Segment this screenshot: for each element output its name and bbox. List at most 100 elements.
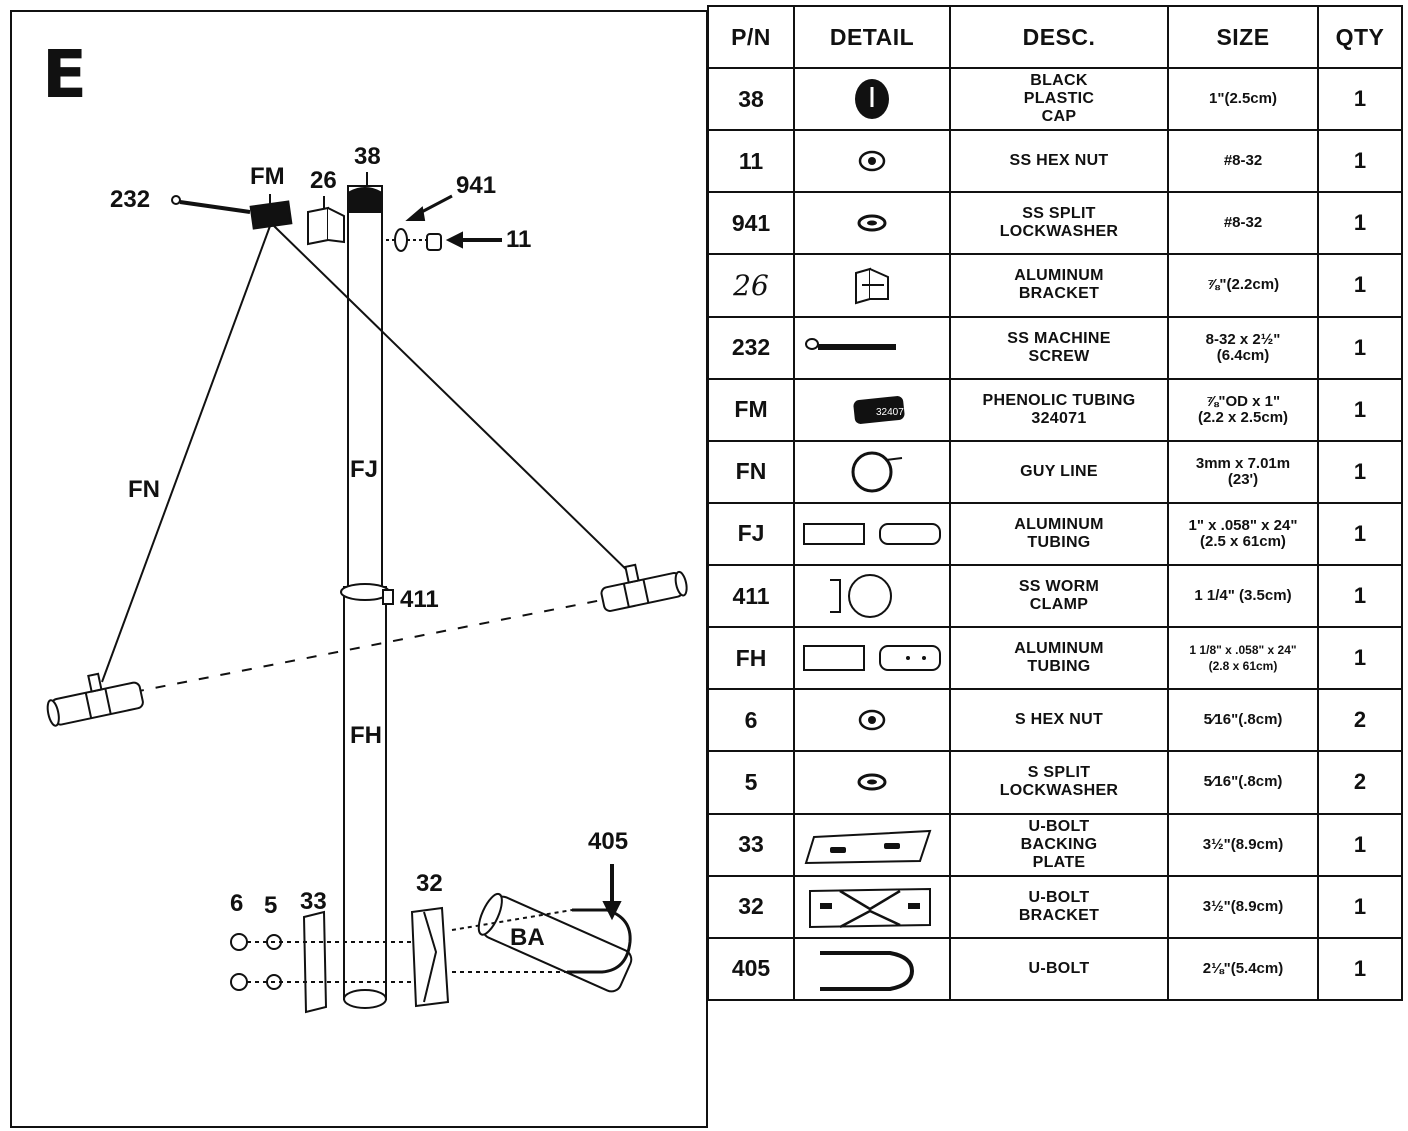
worm-clamp: [340, 583, 390, 601]
fh-tube: [343, 586, 387, 1000]
description-line: GUY LINE: [1020, 462, 1098, 480]
callout-fm: FM: [250, 163, 285, 190]
aluminum-tubing-icon: [803, 522, 941, 545]
part-detail: [793, 874, 951, 939]
part-number: FH: [707, 626, 795, 691]
header-detail: DETAIL: [793, 5, 951, 69]
part-size: #8-32: [1167, 129, 1319, 194]
part-detail: [793, 191, 951, 256]
callout-411: 411: [400, 586, 439, 613]
size-line: 3½"(8.9cm): [1202, 835, 1284, 853]
part-detail: [793, 66, 951, 132]
part-detail: 324071: [793, 377, 951, 442]
description-line: PHENOLIC TUBING: [982, 391, 1136, 409]
callout-941: 941: [456, 172, 497, 199]
split-lockwasher-icon: [857, 214, 887, 232]
worm-clamp-icon: [830, 574, 892, 619]
lockwasher-941: [394, 228, 408, 252]
callout-11: 11: [506, 226, 532, 253]
bracket-fold: [423, 911, 438, 1003]
size-line: 5⁄16"(.8cm): [1203, 773, 1283, 791]
part-description: S HEX NUT: [949, 688, 1169, 753]
callout-ba: BA: [510, 924, 545, 951]
guy-line-icon: [851, 451, 903, 493]
part-number: 33: [707, 812, 795, 877]
part-quantity: 1: [1317, 626, 1403, 691]
part-size: ⅞"OD x 1"(2.2 x 2.5cm): [1167, 377, 1319, 442]
guy-line-right: [273, 225, 638, 581]
part-quantity: 1: [1317, 377, 1403, 442]
part-number: FJ: [707, 501, 795, 567]
size-line: 3mm x 7.01m: [1195, 454, 1291, 472]
part-size: 1" x .058" x 24"(2.5 x 61cm): [1167, 501, 1319, 567]
guy-dash-line: [133, 599, 603, 693]
size-line: ⅞"OD x 1": [1205, 392, 1281, 410]
description-line: SS WORM: [1018, 578, 1100, 596]
part-size: 1 1/8" x .058" x 24"(2.8 x 61cm): [1167, 626, 1319, 691]
part-detail: [793, 936, 951, 1002]
part-size: 2⅛"(5.4cm): [1167, 936, 1319, 1002]
description-line: SS SPLIT: [1022, 205, 1096, 223]
header-size: SIZE: [1167, 5, 1319, 69]
part-detail: [793, 501, 951, 567]
part-description: GUY LINE: [949, 439, 1169, 504]
part-description: SS HEX NUT: [949, 129, 1169, 194]
part-quantity: 1: [1317, 812, 1403, 877]
size-line: 2⅛"(5.4cm): [1202, 959, 1284, 977]
arrowhead: [405, 206, 426, 221]
part-size: 5⁄16"(.8cm): [1167, 750, 1319, 815]
part-quantity: 1: [1317, 936, 1403, 1002]
phenolic-tubing-icon: 324071: [853, 395, 910, 424]
callout-232: 232: [110, 186, 151, 213]
part-number: 405: [707, 936, 795, 1002]
callout-38: 38: [354, 143, 381, 170]
callout-405: 405: [588, 828, 629, 855]
swaged-tubing-icon: [803, 645, 941, 672]
description-line: TUBING: [1027, 533, 1091, 551]
arrowhead: [445, 231, 463, 249]
size-line: 1 1/4" (3.5cm): [1194, 587, 1292, 605]
part-detail: [793, 439, 951, 504]
header-pn: P/N: [707, 5, 795, 69]
header-desc: DESC.: [949, 5, 1169, 69]
part-size: 1"(2.5cm): [1167, 66, 1319, 132]
bracket-26: [307, 206, 329, 246]
size-line: 1" x .058" x 24": [1188, 516, 1298, 534]
size-line: (6.4cm): [1216, 346, 1270, 364]
description-line: SCREW: [1028, 347, 1090, 365]
part-number: 6: [707, 688, 795, 753]
table-header-row: P/N DETAIL DESC. SIZE QTY: [707, 5, 1403, 69]
description-line: BLACK: [1030, 72, 1088, 90]
size-line: 3½"(8.9cm): [1202, 897, 1284, 915]
hex-nut-icon: [858, 710, 886, 731]
part-size: ⅞"(2.2cm): [1167, 253, 1319, 318]
part-quantity: 1: [1317, 253, 1403, 318]
part-number: 11: [707, 129, 795, 194]
description-line: ALUMINUM: [1014, 640, 1104, 658]
part-number: 941: [707, 191, 795, 256]
hex-nut-11: [426, 233, 442, 251]
u-bolt-bracket-icon: [809, 887, 931, 928]
description-line: PLASTIC: [1023, 90, 1095, 108]
description-line: S SPLIT: [1027, 764, 1091, 782]
part-number: FM: [707, 377, 795, 442]
part-detail: [793, 563, 951, 629]
